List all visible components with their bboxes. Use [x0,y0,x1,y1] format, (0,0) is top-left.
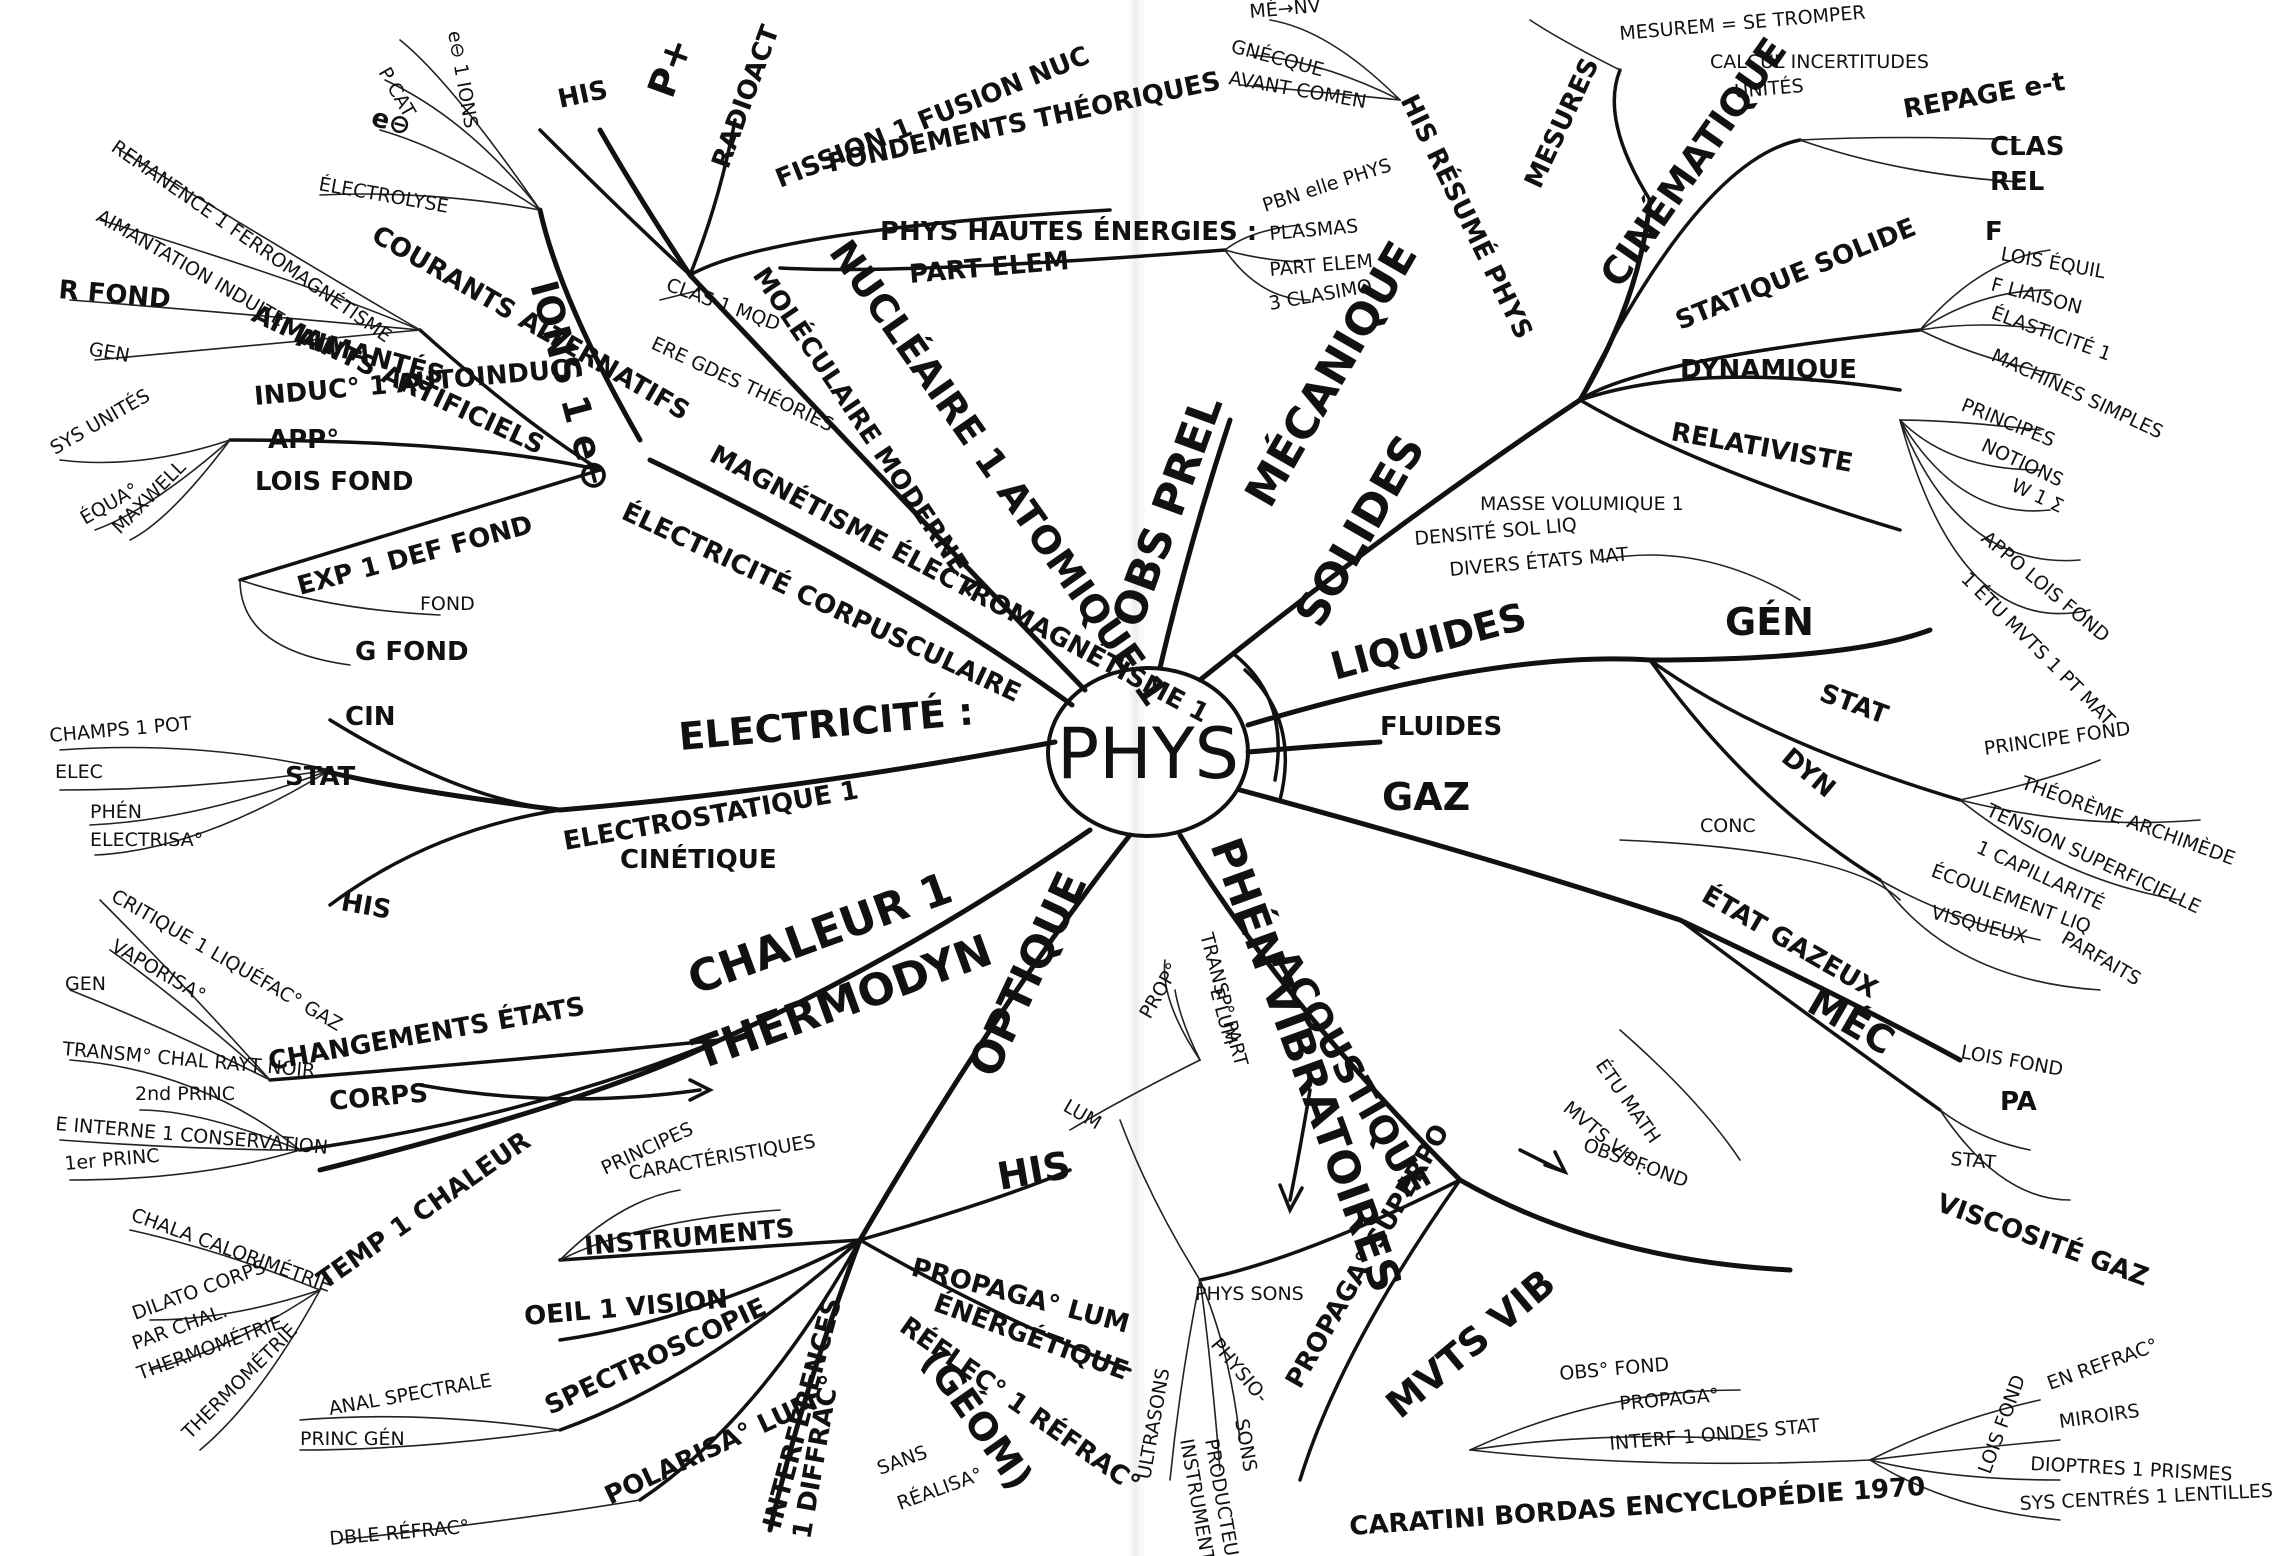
node-label[interactable]: ELECTRISA° [90,829,203,851]
node-label[interactable]: ELEC [55,761,103,783]
node-label[interactable]: PROP° [1135,959,1184,1022]
node-label[interactable]: HIS [994,1143,1074,1199]
node-label[interactable]: CALCUL INCERTITUDES [1710,51,1929,73]
node-label[interactable]: LOIS ÉQUIL [1999,242,2107,283]
node-label[interactable]: GÉN [1725,600,1814,644]
node-label[interactable]: DYN [1776,742,1841,804]
node-label[interactable]: HIS [339,887,394,925]
node-label[interactable]: LOIS FOND [1959,1041,2065,1081]
node-label[interactable]: DYNAMIQUE [1680,355,1857,385]
node-label[interactable]: PHYSIO- [1206,1334,1273,1407]
node-label[interactable]: ELECTRICITÉ : [677,689,975,759]
node-label[interactable]: R FOND [57,275,171,315]
node-label[interactable]: STATIQUE SOLIDE [1671,213,1920,337]
node-label[interactable]: P+ [639,32,701,103]
node-label[interactable]: VISCOSITÉ GAZ [1933,1187,2153,1293]
node-label[interactable]: MESURES [1519,53,1605,193]
node-label[interactable]: e⊖ 1 IONS [443,29,482,130]
node-label[interactable]: PA [2000,1087,2037,1117]
center-label: PHYS [1057,713,1239,795]
node-label[interactable]: FOND [420,593,475,615]
node-label[interactable]: PBN elle PHYS [1260,154,1394,216]
secondary-branches [228,68,1962,1502]
node-label[interactable]: ANAL SPECTRALE [327,1370,494,1420]
node-label[interactable]: OBS° FOND [1559,1353,1670,1385]
node-label[interactable]: EXP 1 DEF FOND [294,510,536,602]
node-label[interactable]: LOIS FOND [255,467,413,497]
node-label[interactable]: SANS [874,1441,930,1479]
node-label[interactable]: CHAMPS 1 POT [49,713,193,747]
node-label[interactable]: PLASMAS [1269,215,1360,245]
center-arcs [1233,653,1287,802]
node-label[interactable]: PART ELEM [908,246,1070,290]
node-label[interactable]: MASSE VOLUMIQUE 1 [1480,493,1684,515]
node-label[interactable]: MVTS VIB [1378,1261,1564,1427]
node-label[interactable]: 1er PRINC [64,1145,161,1175]
node-label[interactable]: SONS [1230,1417,1261,1473]
node-label[interactable]: EN REFRAC° [2044,1334,2161,1394]
node-label[interactable]: INTERF 1 ONDES STAT [1609,1415,1821,1455]
node-label[interactable]: STAT [1816,678,1893,730]
node-label[interactable]: MIROIRS [2058,1400,2141,1433]
node-label[interactable]: MESUREM = SE TROMPER [1619,2,1867,45]
node-label[interactable]: RELATIVISTE [1669,417,1855,478]
node-label[interactable]: STAT [285,762,356,792]
node-label[interactable]: THÉORÈME ARCHIMÈDE [2017,771,2238,870]
node-label[interactable]: DBLE RÉFRAC° [328,1515,470,1550]
node-label[interactable]: DIVERS ÉTATS MAT [1448,542,1629,581]
node-label[interactable]: CINÉMATIQUE [1591,30,1795,295]
node-label[interactable]: OBS° FOND [1580,1134,1691,1192]
node-label[interactable]: ÉLECTROLYSE [317,172,450,217]
node-label[interactable]: REL [1990,167,2044,197]
node-label[interactable]: STAT [1950,1148,1997,1174]
node-label[interactable]: PRINC GÉN [300,1427,405,1450]
node-label[interactable]: CLAS [1990,132,2065,162]
node-label[interactable]: SYS UNITÉS [46,384,154,460]
node-label[interactable]: CORPS [328,1078,429,1117]
node-label[interactable]: SYS CENTRÉS 1 LENTILLES [2019,1479,2272,1515]
node-label[interactable]: PHYS HAUTES ÉNERGIES : [880,215,1257,247]
node-label[interactable]: OBS PREL [1102,389,1233,634]
node-label[interactable]: GEN [87,338,131,367]
node-label[interactable]: PARFAITS [2058,927,2145,990]
node-label[interactable]: CONC [1700,815,1756,837]
node-label[interactable]: LOIS FOND [1974,1372,2030,1477]
node-label[interactable]: HIS [555,75,610,115]
node-label[interactable]: REPAGE e-t [1901,67,2067,125]
node-label[interactable]: GEN [65,973,106,995]
node-label[interactable]: TEMP 1 CHALEUR [312,1126,536,1296]
node-label[interactable]: RÉALISA° [894,1463,986,1515]
node-label[interactable]: ULTRASONS [1133,1367,1174,1481]
node-label[interactable]: G FOND [355,637,469,667]
node-label[interactable]: APP° [268,425,339,455]
node-label[interactable]: DENSITÉ SOL LIQ [1413,513,1577,550]
node-label[interactable]: F [1985,217,2003,247]
node-label[interactable]: 2nd PRINC [135,1083,235,1105]
node-label[interactable]: LIQUIDES [1326,594,1531,688]
node-label[interactable]: HIS RÉSUMÉ PHYS [1394,89,1540,344]
node-label[interactable]: PHÉN [90,800,142,823]
node-label[interactable]: GAZ [1382,775,1470,819]
major-branches [317,127,1963,1533]
node-label[interactable]: LUM [1060,1095,1106,1134]
page-fold [1128,0,1146,1556]
source-credit: CARATINI BORDAS ENCYCLOPÉDIE 1970 [1348,1470,1926,1542]
node-label[interactable]: PHYS SONS [1195,1283,1304,1305]
node-label[interactable]: FLUIDES [1380,712,1502,742]
node-label[interactable]: CINÉTIQUE [620,843,777,875]
node-label[interactable]: APPO LOIS FOND [1977,527,2114,647]
arrows [418,1078,1569,1215]
node-label[interactable]: PRINCIPE FOND [1983,718,2132,760]
node-label[interactable]: MÉ→NV [1248,0,1321,23]
node-label[interactable]: RADIOACT [706,21,785,172]
node-label[interactable]: CIN [345,702,396,732]
twig-lines [59,19,2201,1541]
node-label[interactable]: PROPAGA° [1619,1384,1720,1415]
